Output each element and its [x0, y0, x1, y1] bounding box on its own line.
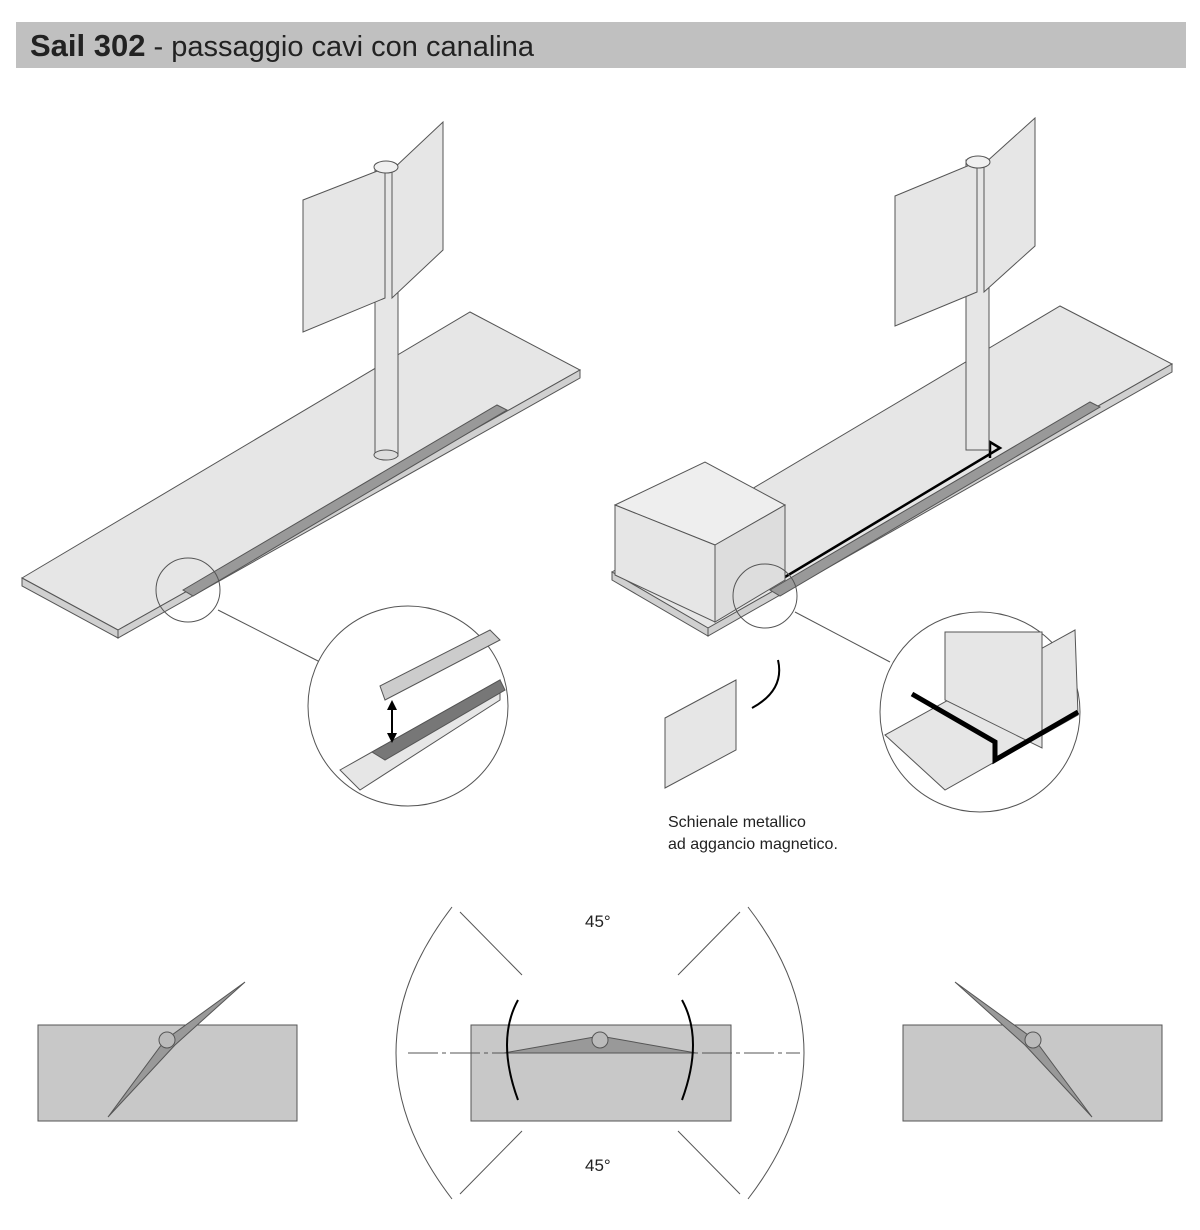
cabinet	[613, 461, 787, 623]
angle-label-bottom: 45°	[585, 1156, 611, 1175]
title-subtitle: - passaggio cavi con canalina	[145, 31, 534, 63]
desk-with-cabinet	[611, 116, 1174, 813]
metal-back-panel	[664, 659, 781, 789]
detail-marker	[155, 557, 221, 623]
title-bar: Sail 302 - passaggio cavi con canalina	[16, 22, 1186, 68]
caption-line-1: Schienale metallico	[668, 814, 806, 831]
plan-view-center	[395, 906, 805, 1200]
model-name: Sail 302	[30, 28, 146, 63]
detail-zoom-channel	[307, 605, 509, 807]
page-title: Sail 302 - passaggio cavi con canalina	[30, 28, 534, 64]
caption-line-2: ad aggancio magnetico.	[668, 836, 838, 853]
detail-zoom-cable	[879, 611, 1081, 813]
back-panel-caption: Schienale metallico ad aggancio magnetic…	[668, 812, 838, 856]
cable-channel	[182, 404, 509, 597]
monitor-panel-left	[302, 167, 386, 333]
rotate-arrow-icon	[751, 659, 781, 709]
plan-view-right	[902, 981, 1163, 1122]
angle-label-top: 45°	[585, 912, 611, 931]
desk-without-cabinet	[20, 120, 582, 807]
plan-view-left	[37, 981, 298, 1122]
monitor-panel-right	[391, 120, 444, 300]
